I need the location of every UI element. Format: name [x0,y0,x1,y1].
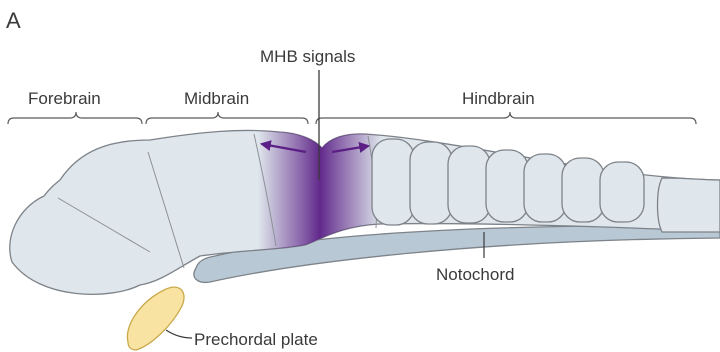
prechordal-leader [166,330,192,338]
midbrain-label: Midbrain [184,89,249,108]
spinal-cord [658,178,720,232]
rhombomere-1 [372,139,414,225]
prechordal-plate [127,287,184,350]
hindbrain-bracket [316,112,696,124]
rhombomere-5 [524,154,566,222]
forebrain-label: Forebrain [28,89,101,108]
rhombomere-2 [410,142,452,224]
panel-label: A [6,8,21,33]
prechordal-plate-label: Prechordal plate [194,330,318,349]
forebrain-bracket [8,112,142,124]
rhombomere-6 [562,158,604,222]
rhombomere-4 [486,150,528,222]
rhombomeres [372,139,720,232]
rhombomere-3 [448,146,490,223]
notochord-label: Notochord [436,265,514,284]
region-brackets [8,112,696,124]
midbrain-bracket [146,112,308,124]
rhombomere-7 [600,162,644,222]
hindbrain-label: Hindbrain [462,89,535,108]
mhb-signals-label: MHB signals [260,47,355,66]
